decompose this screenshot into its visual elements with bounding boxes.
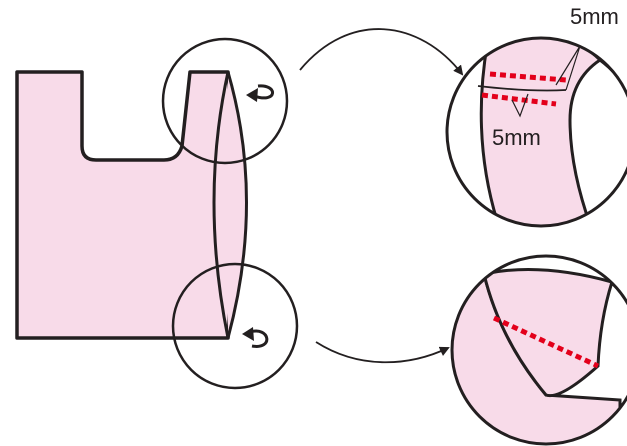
top-zoom-circle	[161, 37, 289, 165]
bottom-zoom-circle	[171, 262, 299, 390]
bag-body	[15, 70, 236, 340]
bottom-offset-label: 5mm	[492, 125, 541, 150]
stitch-line-top	[489, 71, 567, 83]
leader-line	[511, 93, 529, 118]
curved-arrow-icon	[315, 341, 450, 364]
bag-fold-front	[212, 71, 230, 339]
top-detail-circle	[445, 36, 627, 228]
stitch-line-bottom-detail	[492, 315, 600, 369]
seam-line	[477, 85, 567, 92]
bag-shape	[15, 70, 248, 340]
bottom-detail-circle	[450, 254, 627, 446]
rotate-arrow-icon	[242, 327, 269, 348]
stitch-line-bottom	[481, 92, 557, 107]
bag-fold-back	[226, 71, 248, 339]
bottom-detail	[452, 268, 622, 444]
rotate-arrow-icon	[246, 84, 274, 102]
curved-arrow-icon	[299, 28, 464, 76]
top-offset-label: 5mm	[570, 4, 619, 29]
